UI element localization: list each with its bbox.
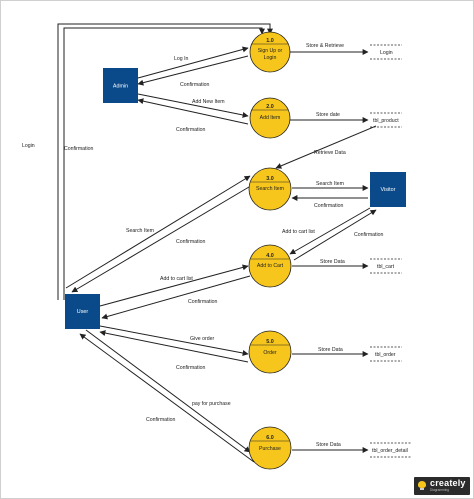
flow-add-to-cart-user [99,264,249,307]
entity-visitor[interactable]: Visitor [370,172,406,207]
flow-confirmation-cart-user [101,275,251,320]
flow-login-loop [57,23,273,300]
process-1-name-line1: Sign Up or [258,48,283,54]
process-1-name-line2: Login [264,55,277,61]
label-confirmation-admin-1: Confirmation [180,82,210,88]
label-store-date: Store date [316,112,340,118]
label-store-data-purchase: Store Data [316,442,341,448]
store-tbl-order-detail-label: tbl_order_detail [372,448,408,454]
user-box [65,294,100,329]
store-login[interactable] [370,44,402,60]
label-confirmation-search-user: Confirmation [176,239,206,245]
label-login-user: Login [22,143,35,149]
label-confirmation-cart-user: Confirmation [188,299,218,305]
lightbulb-icon [418,481,426,491]
flow-add-to-cart-visitor [289,207,371,255]
flow-confirmation-purchase [79,333,255,463]
store-tbl-order[interactable] [370,346,402,362]
label-retrieve-data: Retrieve Data [314,150,346,156]
process-5-number: 5.0 [266,339,274,345]
label-add-to-cart-visitor: Add to cart list [282,229,315,235]
process-5[interactable]: 5.0 Order [248,330,292,374]
flow-retrieve-data [275,125,377,169]
flow-pay-for-purchase [85,329,251,453]
flow-add-new-item [137,93,249,118]
store-tbl-product[interactable] [370,112,402,128]
brand-name: creately [430,478,466,489]
process-4-number: 4.0 [266,253,274,259]
visitor-label: Visitor [381,187,396,193]
process-3-number: 3.0 [266,176,274,182]
process-4[interactable]: 4.0 Add to Cart [248,244,292,288]
label-log-in: Log In [174,56,189,62]
process-3[interactable]: 3.0 Search Item [248,167,292,211]
label-pay-for-purchase: pay for purchase [192,401,231,407]
process-6[interactable]: 6.0 Purchase [248,426,292,470]
store-login-label: Login [380,50,393,56]
process-6-number: 6.0 [266,435,274,441]
flow-confirmation-admin-2 [137,98,249,125]
label-store-retrieve: Store & Retrieve [306,43,344,49]
visitor-box [370,172,406,207]
store-tbl-order-detail[interactable] [370,442,412,458]
flow-confirmation-cart-visitor [293,209,377,261]
label-search-item-user: Search Item [126,228,154,234]
entity-user[interactable]: User [65,294,100,329]
store-tbl-cart-label: tbl_cart [377,264,395,270]
process-2-number: 2.0 [266,104,274,110]
process-6-name: Purchase [259,446,281,452]
process-4-name: Add to Cart [257,263,284,269]
flow-confirmation-admin-1 [137,55,249,86]
label-search-item-visitor: Search Item [316,181,344,187]
store-tbl-cart[interactable] [370,258,402,274]
label-store-data-order: Store Data [318,347,343,353]
creately-badge[interactable]: creately Diagramming [414,477,470,495]
admin-label: Admin [113,84,128,90]
store-tbl-order-label: tbl_order [375,352,396,358]
flow-confirmation-order [99,330,249,363]
process-5-name: Order [263,350,277,356]
label-confirmation-order: Confirmation [176,365,206,371]
store-tbl-product-label: tbl_product [373,118,399,124]
label-store-data-cart: Store Data [320,259,345,265]
flow-search-item-user [65,175,251,289]
label-add-new-item: Add New Item [192,99,225,105]
flow-log-in [137,46,249,79]
brand-tagline: Diagramming [430,488,449,493]
label-confirmation-search-visitor: Confirmation [314,203,344,209]
label-add-to-cart-user: Add to cart list [160,276,193,282]
entity-admin[interactable]: Admin [103,68,138,103]
admin-box [103,68,138,103]
label-give-order: Give order [190,336,214,342]
label-confirmation-cart-visitor: Confirmation [354,232,384,238]
label-confirmation-admin-2: Confirmation [176,127,206,133]
label-confirmation-purchase: Confirmation [146,417,176,423]
flow-give-order [99,325,249,356]
process-2-name: Add Item [260,115,281,121]
flow-confirmation-search-user [71,183,255,293]
user-label: User [77,309,89,315]
process-1-number: 1.0 [266,38,274,44]
process-1[interactable]: 1.0 Sign Up or Login [249,31,291,73]
process-2[interactable]: 2.0 Add Item [249,97,291,139]
label-confirmation-user-login: Confirmation [64,146,94,152]
process-3-name: Search Item [256,186,284,192]
